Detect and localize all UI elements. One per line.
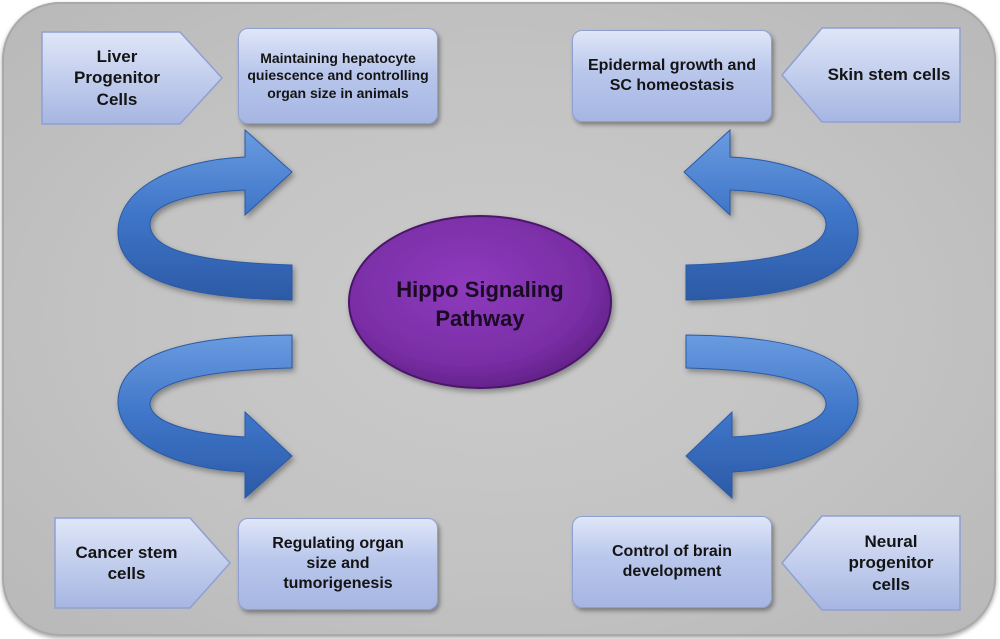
center-ellipse xyxy=(348,215,612,389)
source-label: Skin stem cells xyxy=(827,65,951,85)
curved-arrow-top-right xyxy=(683,128,859,301)
source-label: Neural progenitor cells xyxy=(848,532,934,594)
source-label: Cancer stem cells xyxy=(75,542,178,583)
center-label: Hippo Signaling Pathway xyxy=(396,277,564,331)
effect-box-hepatocyte: Maintaining hepatocyte quiescence and co… xyxy=(238,28,438,124)
effect-label: Control of brain development xyxy=(612,543,732,580)
source-arrow-skin-stem-cells: Skin stem cells xyxy=(781,27,961,123)
effect-label: Maintaining hepatocyte quiescence and co… xyxy=(247,49,429,101)
source-arrow-cancer-stem-cells: Cancer stem cells xyxy=(54,517,232,609)
effect-box-brain-development: Control of brain development xyxy=(572,516,772,608)
effect-label: Epidermal growth and SC homeostasis xyxy=(587,57,756,94)
effect-label: Regulating organ size and tumorigenesis xyxy=(272,535,404,592)
curved-arrow-top-left xyxy=(117,128,293,301)
curved-arrow-bottom-left xyxy=(117,334,293,500)
source-arrow-neural-progenitor-cells: Neural progenitor cells xyxy=(781,515,961,611)
source-label: Liver Progenitor Cells xyxy=(74,47,160,109)
source-arrow-liver-progenitor-cells: Liver Progenitor Cells xyxy=(41,31,224,125)
curved-arrow-bottom-right xyxy=(685,334,859,500)
effect-box-organ-size-tumorigenesis: Regulating organ size and tumorigenesis xyxy=(238,518,438,610)
effect-box-epidermal-growth: Epidermal growth and SC homeostasis xyxy=(572,30,772,122)
